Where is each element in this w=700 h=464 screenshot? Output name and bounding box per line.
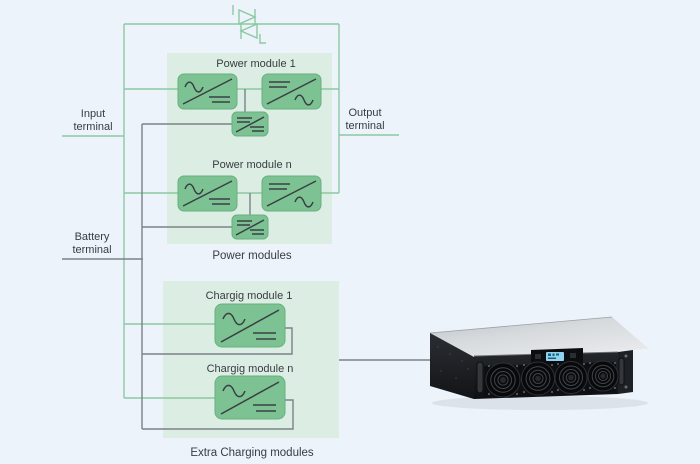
cabinet-top-face — [430, 317, 649, 357]
power-modules-group-label: Power modules — [212, 250, 292, 262]
cabinet-side-face — [430, 333, 474, 399]
charging-module-n-output-wire — [142, 399, 294, 430]
fan-icon — [554, 361, 588, 394]
cabinet-top-back-edge — [429, 316, 613, 334]
cabinet-side-screws — [437, 346, 469, 379]
output-terminal-line2: terminal — [345, 120, 384, 132]
cabinet-shadow — [432, 396, 648, 410]
battery-terminal-line2: terminal — [72, 244, 111, 256]
input-terminal-label: Input terminal — [73, 108, 112, 133]
charging-module-1-output-wire — [142, 327, 293, 355]
diagram-labels: Power module 1 Power module n Power modu… — [72, 58, 384, 459]
lcd-pixels — [548, 353, 559, 359]
ear-screw — [624, 385, 628, 389]
cabinet-left-handle — [476, 361, 484, 394]
lcd-screen — [546, 352, 564, 361]
fan-icon — [587, 360, 619, 392]
output-terminal-line1: Output — [348, 107, 381, 119]
battery-terminal-label: Battery terminal — [72, 231, 111, 256]
lcd-button — [535, 354, 541, 359]
charging-module-1-label: Chargig module 1 — [206, 290, 293, 302]
cabinet-fans — [485, 360, 619, 398]
output-terminal-label: Output terminal — [345, 107, 384, 132]
static-bypass-switch-icon — [232, 5, 266, 44]
dc-wiring — [62, 89, 433, 430]
charging-module-n-label: Chargig module n — [207, 363, 294, 375]
charging-modules-group-label: Extra Charging modules — [190, 447, 314, 459]
input-terminal-line1: Input — [81, 108, 105, 120]
ups-cabinet-image — [429, 316, 649, 410]
lcd-button — [570, 353, 576, 358]
fan-icon — [485, 362, 521, 398]
fan-icon — [521, 361, 555, 396]
power-module-n-label: Power module n — [212, 159, 292, 171]
power-module-1-label: Power module 1 — [216, 58, 296, 70]
battery-terminal-line1: Battery — [75, 231, 110, 243]
cabinet-right-handle — [618, 357, 625, 386]
ac-wiring — [62, 5, 399, 399]
ear-screw — [624, 354, 628, 358]
input-terminal-line2: terminal — [73, 121, 112, 133]
